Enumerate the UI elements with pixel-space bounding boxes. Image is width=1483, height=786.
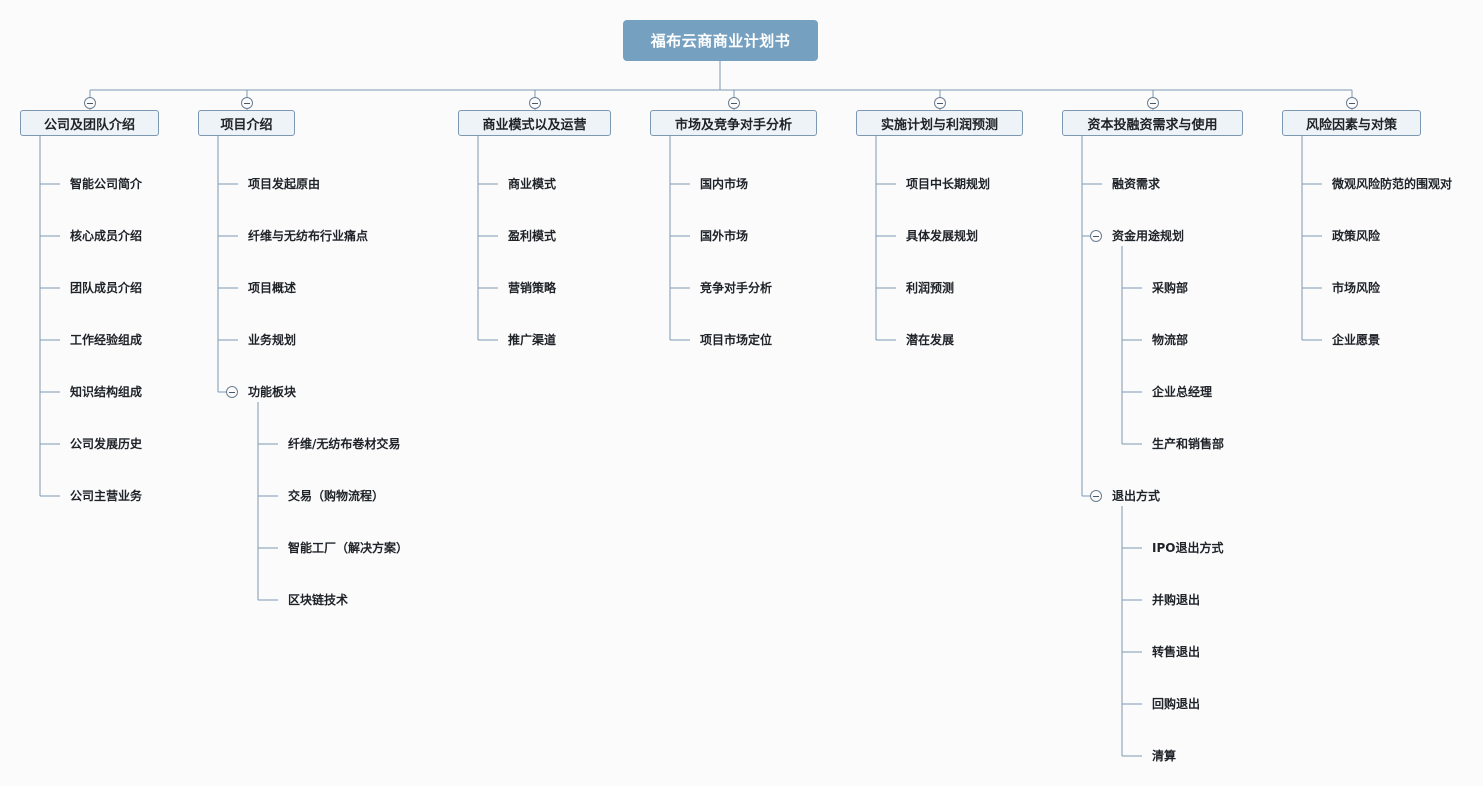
leaf-node[interactable]: 营销策略 xyxy=(508,281,557,295)
leaf-node[interactable]: 项目市场定位 xyxy=(700,333,773,347)
leaf-node[interactable]: 企业总经理 xyxy=(1152,385,1213,399)
leaf-node[interactable]: 推广渠道 xyxy=(508,333,557,347)
branch-label: 资本投融资需求与使用 xyxy=(1087,117,1218,133)
subgroup-node[interactable]: 资金用途规划 xyxy=(1112,229,1185,243)
collapse-toggle[interactable] xyxy=(1090,490,1102,502)
collapse-toggle[interactable] xyxy=(84,97,96,109)
collapse-toggle[interactable] xyxy=(226,386,238,398)
collapse-toggle[interactable] xyxy=(1090,230,1102,242)
leaf-node[interactable]: 项目发起原由 xyxy=(248,177,321,191)
leaf-node[interactable]: 国外市场 xyxy=(700,229,749,243)
leaf-node[interactable]: 公司发展历史 xyxy=(70,437,143,451)
leaf-node[interactable]: 团队成员介绍 xyxy=(70,281,143,295)
leaf-node[interactable]: 具体发展规划 xyxy=(906,229,979,243)
branch-node[interactable]: 实施计划与利润预测 xyxy=(856,110,1023,136)
leaf-node[interactable]: 公司主营业务 xyxy=(70,489,143,503)
branch-label: 市场及竞争对手分析 xyxy=(674,117,792,133)
branch-node[interactable]: 风险因素与对策 xyxy=(1282,110,1421,136)
leaf-node[interactable]: 纤维与无纺布行业痛点 xyxy=(248,229,369,243)
leaf-node[interactable]: 并购退出 xyxy=(1152,593,1201,607)
leaf-node[interactable]: 利润预测 xyxy=(906,281,955,295)
leaf-node[interactable]: 生产和销售部 xyxy=(1152,437,1225,451)
leaf-node[interactable]: 融资需求 xyxy=(1112,177,1161,191)
branch-label: 项目介绍 xyxy=(220,117,273,133)
leaf-node[interactable]: 项目中长期规划 xyxy=(906,177,991,191)
branch-node[interactable]: 项目介绍 xyxy=(198,110,295,136)
leaf-node[interactable]: 国内市场 xyxy=(700,177,749,191)
branch-label: 风险因素与对策 xyxy=(1305,117,1397,133)
leaf-node[interactable]: 知识结构组成 xyxy=(70,385,143,399)
branch-node[interactable]: 商业模式以及运营 xyxy=(458,110,611,136)
leaf-node[interactable]: 纤维/无纺布卷材交易 xyxy=(288,437,401,451)
subgroup-node[interactable]: 退出方式 xyxy=(1112,489,1161,503)
leaf-node[interactable]: 业务规划 xyxy=(248,333,297,347)
root-title: 福布云商商业计划书 xyxy=(650,32,791,50)
leaf-node[interactable]: 清算 xyxy=(1152,749,1177,763)
leaf-node[interactable]: 政策风险 xyxy=(1332,229,1381,243)
leaf-node[interactable]: 微观风险防范的围观对 xyxy=(1332,177,1453,191)
leaf-node[interactable]: 回购退出 xyxy=(1152,697,1201,711)
branch-label: 公司及团队介绍 xyxy=(43,117,135,133)
leaf-node[interactable]: 智能公司简介 xyxy=(70,177,143,191)
leaf-node[interactable]: 转售退出 xyxy=(1152,645,1201,659)
leaf-node[interactable]: IPO退出方式 xyxy=(1152,541,1224,555)
branch-node[interactable]: 市场及竞争对手分析 xyxy=(650,110,817,136)
branch-label: 实施计划与利润预测 xyxy=(880,117,998,133)
leaf-node[interactable]: 商业模式 xyxy=(508,177,557,191)
leaf-node[interactable]: 区块链技术 xyxy=(288,593,349,607)
subgroup-node[interactable]: 功能板块 xyxy=(248,385,297,399)
branch-node[interactable]: 公司及团队介绍 xyxy=(20,110,159,136)
leaf-node[interactable]: 企业愿景 xyxy=(1332,333,1381,347)
branch-label: 商业模式以及运营 xyxy=(482,117,587,133)
leaf-node[interactable]: 核心成员介绍 xyxy=(70,229,143,243)
leaf-node[interactable]: 工作经验组成 xyxy=(70,333,143,347)
leaf-node[interactable]: 竞争对手分析 xyxy=(700,281,773,295)
collapse-toggle[interactable] xyxy=(1346,97,1358,109)
leaf-node[interactable]: 交易（购物流程） xyxy=(288,489,385,503)
collapse-toggle[interactable] xyxy=(934,97,946,109)
leaf-node[interactable]: 智能工厂（解决方案） xyxy=(288,541,409,555)
collapse-toggle[interactable] xyxy=(241,97,253,109)
leaf-node[interactable]: 采购部 xyxy=(1152,281,1189,295)
leaf-node[interactable]: 物流部 xyxy=(1152,333,1189,347)
collapse-toggle[interactable] xyxy=(529,97,541,109)
collapse-toggle[interactable] xyxy=(728,97,740,109)
root-node[interactable]: 福布云商商业计划书 xyxy=(623,20,818,61)
leaf-node[interactable]: 项目概述 xyxy=(248,281,297,295)
branch-node[interactable]: 资本投融资需求与使用 xyxy=(1062,110,1243,136)
leaf-node[interactable]: 潜在发展 xyxy=(906,333,955,347)
leaf-node[interactable]: 盈利模式 xyxy=(508,229,557,243)
leaf-node[interactable]: 市场风险 xyxy=(1332,281,1381,295)
collapse-toggle[interactable] xyxy=(1147,97,1159,109)
